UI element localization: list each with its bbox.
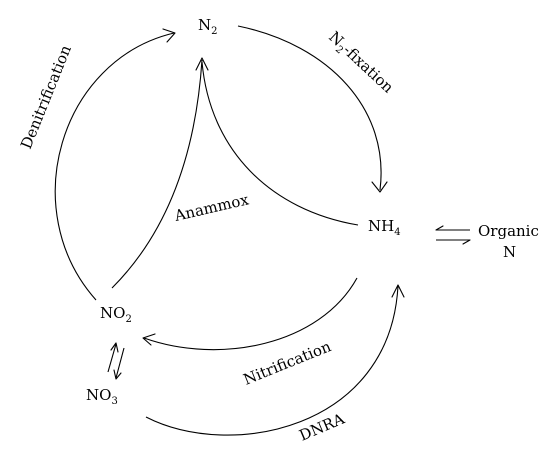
- arrow-no2-to-no3: [115, 347, 125, 379]
- arrowhead-organic-to-nh4: [435, 225, 444, 231]
- arrowhead-n2-fixation: [371, 181, 388, 193]
- arrowhead-dnra: [391, 284, 405, 298]
- arrow-anammox-from-nh4: [201, 61, 359, 226]
- arrow-nitrification: [143, 277, 358, 351]
- label-dnra: DNRA: [297, 410, 348, 445]
- arrowhead-nh4-to-organic: [462, 239, 471, 245]
- arrow-anammox-from-no2: [111, 59, 203, 289]
- node-organic-n-line2: N: [503, 243, 516, 261]
- arrow-no3-to-no2: [107, 343, 117, 373]
- label-denitrification: Denitrification: [17, 42, 75, 151]
- arrowhead-denitrification: [162, 28, 176, 43]
- arrow-n2-fixation: [237, 25, 382, 191]
- arrowhead-anammox: [195, 57, 209, 71]
- arrowhead-no3-to-no2: [110, 342, 119, 353]
- node-no2: NO2: [100, 304, 132, 325]
- label-anammox: Anammox: [172, 190, 251, 225]
- label-nitrification: Nitrification: [241, 337, 334, 389]
- arrowhead-nitrification: [142, 333, 156, 346]
- arrow-denitrification: [54, 32, 175, 301]
- arrowhead-no2-to-no3: [113, 369, 122, 380]
- label-n2-fixation: N2-fixation: [323, 28, 397, 99]
- arrow-dnra: [145, 285, 399, 436]
- node-organic-n-line1: Organic: [478, 222, 539, 240]
- node-n2: N2: [198, 16, 218, 37]
- node-nh4: NH4: [368, 217, 401, 238]
- node-no3: NO3: [86, 386, 118, 407]
